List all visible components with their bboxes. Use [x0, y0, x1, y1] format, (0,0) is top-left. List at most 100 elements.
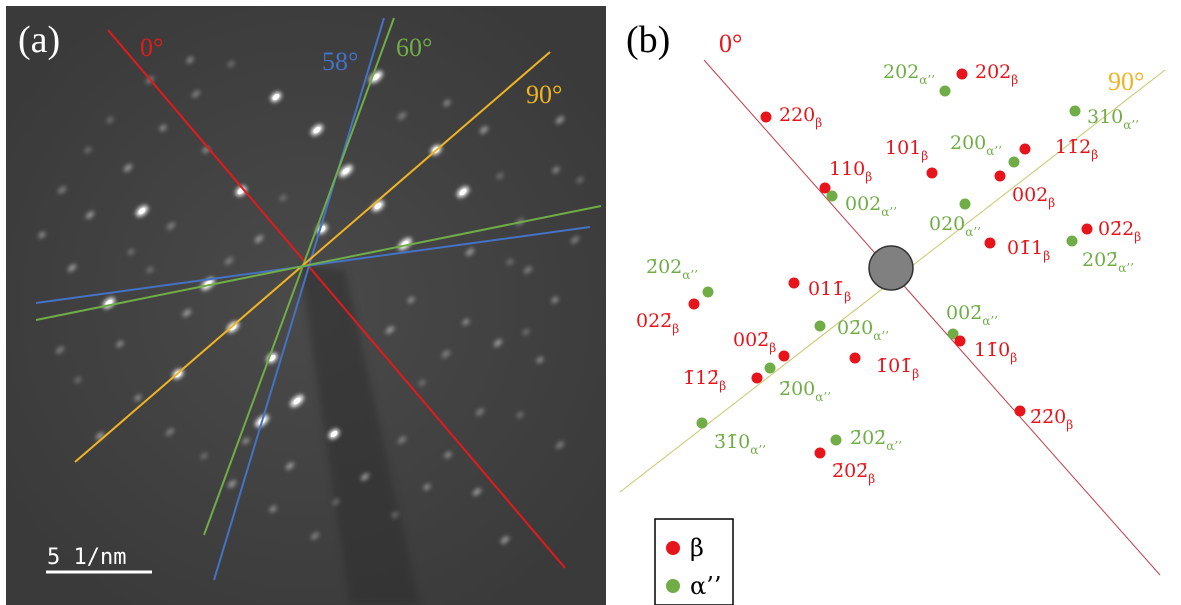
miller-index: 02̄2: [1098, 218, 1134, 240]
spot--11-2-beta: 1̄12̄β: [683, 367, 763, 393]
spot-0-20-alpha: 02̄0α’’: [814, 317, 889, 343]
miller-index: 2̄02̄: [850, 427, 886, 449]
miller-index: 002: [1012, 184, 1048, 206]
faint-diffraction-spot: [555, 441, 565, 449]
spot-label: 011̄β: [808, 278, 851, 304]
spot-200-alpha: 200α’’: [950, 132, 1020, 168]
faint-diffraction-spot: [576, 176, 584, 184]
bright-spot-core: [372, 73, 380, 81]
faint-diffraction-spot: [123, 164, 133, 172]
spot-00-2-beta: 002̄β: [733, 329, 790, 362]
faint-diffraction-spot: [506, 258, 514, 266]
faint-diffraction-spot: [55, 346, 65, 354]
legend: β α’’: [654, 518, 734, 605]
faint-diffraction-spot: [418, 379, 426, 387]
spot-002-beta: 002β: [994, 170, 1055, 210]
zero-degree-label: 0°: [140, 33, 163, 62]
faint-diffraction-spot: [360, 473, 370, 481]
spot--200-alpha: 2̄00α’’: [764, 362, 831, 404]
spot-202-beta: 202β: [956, 61, 1018, 87]
faint-diffraction-spot: [166, 222, 176, 230]
spot-marker: [751, 372, 763, 384]
bright-spot-core: [374, 202, 382, 210]
spot-02-2bar-beta: 022̄β: [636, 298, 700, 336]
phase-subscript: α’’: [682, 268, 698, 282]
phase-subscript: β: [1011, 73, 1018, 87]
faint-diffraction-spot: [397, 436, 407, 444]
faint-diffraction-spot: [522, 328, 530, 336]
spot-202-alpha: 202α’’: [883, 61, 951, 97]
faint-diffraction-spot: [310, 532, 320, 540]
bright-spot-core: [342, 167, 350, 175]
spot-marker: [994, 170, 1006, 182]
spot-label: 110β: [829, 158, 872, 184]
sixty-degree-label: 60°: [396, 33, 432, 62]
spot-marker: [939, 85, 951, 97]
miller-index: 002: [845, 193, 881, 215]
indexed-pattern-panel: (b) 0° 90° 220β202β202α’’310α’’110β101β2…: [619, 19, 1166, 605]
faint-diffraction-spot: [441, 350, 451, 358]
phase-subscript: β: [865, 170, 872, 184]
spot-label: 2̄00α’’: [779, 378, 831, 404]
faint-diffraction-spot: [407, 296, 415, 304]
ninety-degree-axis-label: 90°: [1108, 67, 1144, 96]
spot-01-1bar-beta: 011̄β: [788, 277, 851, 304]
spot-label: 2̄2̄0β: [1030, 406, 1073, 432]
faint-diffraction-spot: [84, 146, 92, 154]
phase-subscript: β: [1134, 230, 1141, 244]
spot-label: 022̄β: [636, 310, 679, 336]
faint-diffraction-spot: [227, 60, 235, 68]
spot-label: 11̄2β: [1055, 136, 1098, 162]
panel-b-label: (b): [626, 19, 670, 61]
miller-index: 110: [829, 158, 865, 180]
phase-subscript: β: [719, 379, 726, 393]
spot-label: 101β: [885, 137, 928, 163]
miller-index: 200: [950, 132, 986, 154]
faint-diffraction-spot: [516, 411, 524, 419]
miller-index: 202: [883, 61, 919, 83]
spot-1-12-beta: 11̄2β: [1019, 136, 1098, 162]
miller-index: 022̄: [636, 310, 672, 332]
faint-diffraction-spot: [38, 231, 46, 239]
spot-marker: [819, 182, 831, 194]
zero-degree-line: [107, 29, 566, 569]
phase-subscript: β: [1066, 418, 1073, 432]
faint-diffraction-spot: [159, 124, 167, 132]
legend-alpha-label: α’’: [690, 572, 721, 600]
spot-marker: [1014, 405, 1026, 417]
faint-diffraction-spot: [224, 257, 234, 265]
spot--1-10-beta: 11̄0β: [954, 335, 1017, 365]
spot-marker: [1069, 105, 1081, 117]
spot-label: 220β: [779, 104, 822, 130]
faint-diffraction-spot: [465, 248, 475, 256]
phase-subscript: β: [1048, 196, 1055, 210]
spot-label: 2̄02̄β: [832, 460, 875, 486]
spot-marker: [788, 277, 800, 289]
scale-bar-label: 5 1/nm: [47, 545, 126, 570]
miller-index: 220: [779, 104, 815, 126]
faint-diffraction-spot: [500, 536, 510, 544]
miller-index: 01̄1: [1007, 237, 1043, 259]
spot-marker: [984, 237, 996, 249]
faint-diffraction-spot: [279, 194, 287, 202]
spot-marker: [696, 417, 708, 429]
spot--20-2-beta: 2̄02̄β: [814, 447, 875, 486]
miller-index: 2̄00: [779, 378, 815, 400]
miller-index: 2̄02̄: [832, 460, 868, 482]
faint-diffraction-spot: [57, 186, 67, 194]
spot-label: 02̄0α’’: [837, 317, 889, 343]
faint-diffraction-spot: [186, 56, 194, 64]
faint-diffraction-spot: [332, 498, 340, 506]
miller-index: 11̄0: [974, 339, 1010, 361]
spot-label: 310α’’: [1087, 106, 1139, 132]
faint-diffraction-spot: [254, 235, 264, 243]
spot-002-alpha: 002α’’: [826, 190, 897, 219]
faint-diffraction-spot: [116, 340, 124, 348]
phase-subscript: β: [769, 341, 776, 355]
faint-diffraction-spot: [423, 483, 431, 491]
panel-a-label: (a): [18, 19, 60, 61]
spot-label: 1̄12̄β: [683, 367, 726, 393]
ninety-degree-label: 90°: [526, 80, 562, 109]
spot-label: 002̄β: [733, 329, 776, 355]
legend-beta-marker: [666, 541, 680, 555]
